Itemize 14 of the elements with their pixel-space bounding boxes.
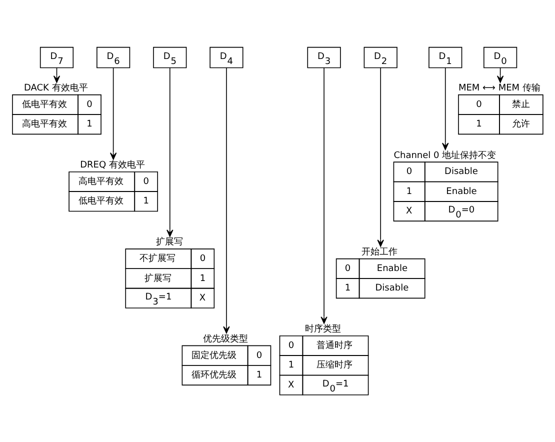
- node-label: 扩展写: [156, 237, 183, 248]
- node-label: DREQ 有效电平: [80, 160, 145, 170]
- arrow: [320, 66, 328, 324]
- node-label: 时序类型: [305, 324, 342, 334]
- node-label: DACK 有效电平: [24, 83, 88, 94]
- node-label: Channel 0 地址保持不变: [394, 150, 496, 160]
- arrow: [377, 66, 384, 246]
- arrow: [442, 66, 449, 150]
- node-label: 优先级类型: [203, 334, 248, 344]
- arrow: [110, 66, 117, 160]
- arrow: [166, 66, 174, 236]
- arrow: [223, 66, 230, 334]
- node-label: 开始工作: [362, 247, 398, 258]
- node-label: MEM ⟷ MEM 传输: [458, 83, 540, 94]
